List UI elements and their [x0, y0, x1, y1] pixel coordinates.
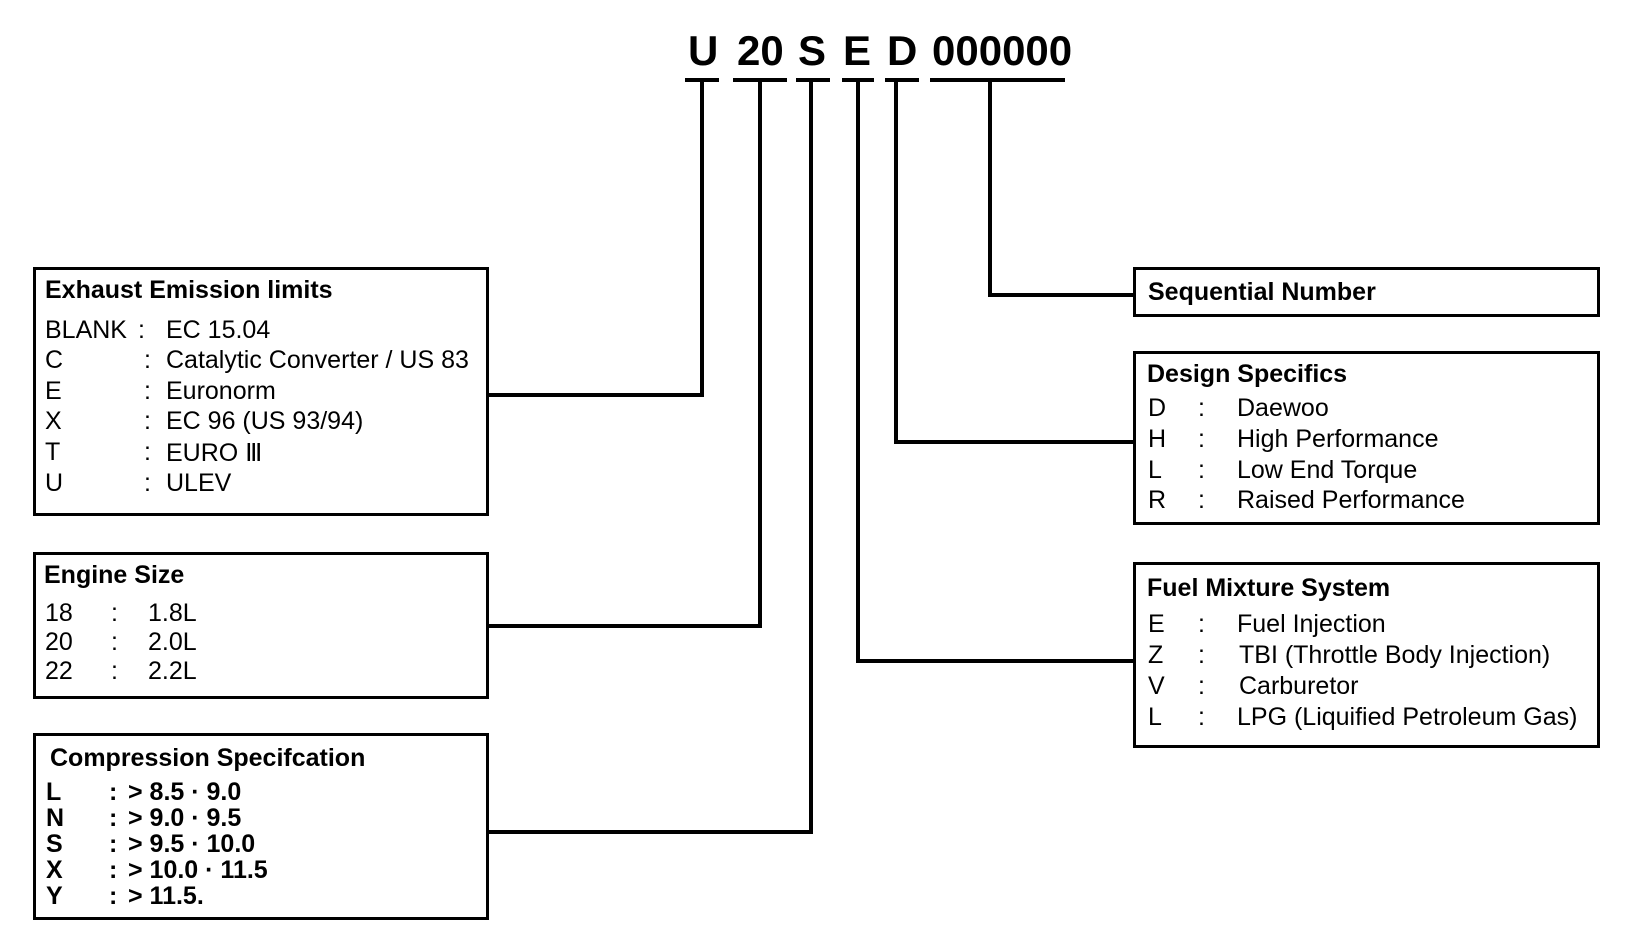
exhaust-sep: :	[144, 407, 151, 435]
engine-key: 20	[45, 628, 73, 656]
exhaust-key: U	[45, 469, 64, 497]
fuel-mixture-box: Fuel Mixture System E : Fuel Injection Z…	[1133, 562, 1600, 748]
compression-sep: :	[109, 856, 118, 884]
fuel-mixture-title: Fuel Mixture System	[1147, 574, 1391, 602]
fuel-value: Carburetor	[1239, 672, 1359, 700]
connector-size-horizontal	[488, 624, 762, 628]
code-letter-e: E	[843, 27, 872, 74]
compression-key: N	[46, 804, 65, 832]
fuel-sep: :	[1198, 641, 1205, 669]
compression-value: > 8.5 · 9.0	[128, 778, 242, 806]
design-sep: :	[1198, 486, 1205, 514]
sequential-number-box: Sequential Number	[1133, 267, 1600, 317]
fuel-key: V	[1148, 672, 1165, 700]
exhaust-value: Catalytic Converter / US 83	[166, 346, 469, 374]
compression-value: > 9.0 · 9.5	[128, 804, 242, 832]
design-sep: :	[1198, 456, 1205, 484]
compression-key: L	[46, 778, 62, 806]
design-key: R	[1148, 486, 1167, 514]
exhaust-value: EURO Ⅲ	[166, 439, 263, 467]
exhaust-key: X	[45, 407, 62, 435]
engine-key: 18	[45, 599, 73, 627]
underline-sequence	[930, 78, 1065, 82]
connector-e-vertical	[856, 80, 860, 663]
compression-sep: :	[109, 882, 118, 910]
fuel-value: TBI (Throttle Body Injection)	[1239, 641, 1551, 669]
design-key: L	[1148, 456, 1162, 484]
exhaust-value: EC 96 (US 93/94)	[166, 407, 364, 435]
compression-key: S	[46, 830, 63, 858]
design-specifics-title: Design Specifics	[1147, 360, 1348, 388]
compression-key: Y	[46, 882, 63, 910]
compression-value: > 9.5 · 10.0	[128, 830, 256, 858]
fuel-key: L	[1148, 703, 1162, 731]
connector-seq-horizontal	[988, 293, 1133, 297]
exhaust-sep: :	[144, 377, 151, 405]
design-value: Raised Performance	[1237, 486, 1465, 514]
fuel-value: LPG (Liquified Petroleum Gas)	[1237, 703, 1578, 731]
code-engine-size: 20	[737, 27, 784, 74]
compression-title: Compression Specifcation	[50, 744, 366, 772]
exhaust-value: Euronorm	[166, 377, 276, 405]
exhaust-key: E	[45, 377, 62, 405]
exhaust-sep: :	[144, 438, 151, 466]
design-specifics-box: Design Specifics D : Daewoo H : High Per…	[1133, 351, 1600, 525]
connector-d-vertical	[894, 80, 898, 444]
code-letter-d: D	[887, 27, 918, 74]
design-key: D	[1148, 394, 1167, 422]
fuel-key: Z	[1148, 641, 1164, 669]
exhaust-sep: :	[144, 469, 151, 497]
compression-key: X	[46, 856, 63, 884]
connector-size-vertical	[758, 80, 762, 628]
exhaust-emission-title: Exhaust Emission limits	[45, 276, 333, 304]
connector-d-horizontal	[894, 440, 1133, 444]
exhaust-key: T	[45, 438, 61, 466]
fuel-sep: :	[1198, 703, 1205, 731]
design-sep: :	[1198, 394, 1205, 422]
exhaust-sep: :	[144, 346, 151, 374]
engine-value: 1.8L	[148, 599, 197, 627]
compression-sep: :	[109, 804, 118, 832]
engine-value: 2.0L	[148, 628, 197, 656]
connector-seq-vertical	[988, 80, 992, 297]
exhaust-emission-box: Exhaust Emission limits BLANK : EC 15.04…	[33, 267, 489, 516]
connector-u-vertical	[700, 80, 704, 397]
engine-size-title: Engine Size	[44, 561, 185, 589]
fuel-key: E	[1148, 610, 1165, 638]
code-letter-s: S	[798, 27, 827, 74]
design-key: H	[1148, 425, 1167, 453]
exhaust-key: BLANK	[45, 316, 127, 344]
fuel-sep: :	[1198, 610, 1205, 638]
connector-s-vertical	[809, 80, 813, 834]
underline-d	[885, 78, 919, 82]
engine-key: 22	[45, 657, 73, 685]
connector-s-horizontal	[488, 830, 813, 834]
fuel-sep: :	[1198, 672, 1205, 700]
engine-size-box: Engine Size 18 : 1.8L 20 : 2.0L 22 : 2.2…	[33, 552, 489, 699]
exhaust-value: ULEV	[166, 469, 232, 497]
code-letter-u: U	[688, 27, 719, 74]
compression-value: > 10.0 · 11.5	[128, 856, 268, 884]
exhaust-sep: :	[138, 316, 145, 344]
exhaust-key: C	[45, 346, 64, 374]
compression-box: Compression Specifcation L : > 8.5 · 9.0…	[33, 733, 489, 920]
connector-e-horizontal	[856, 659, 1133, 663]
design-value: Daewoo	[1237, 394, 1329, 422]
sequential-number-title: Sequential Number	[1148, 278, 1376, 306]
design-value: Low End Torque	[1237, 456, 1418, 484]
connector-u-horizontal	[488, 393, 704, 397]
fuel-value: Fuel Injection	[1237, 610, 1386, 638]
engine-sep: :	[111, 599, 118, 627]
exhaust-value: EC 15.04	[166, 316, 271, 344]
engine-sep: :	[111, 657, 118, 685]
compression-sep: :	[109, 830, 118, 858]
compression-sep: :	[109, 778, 118, 806]
design-value: High Performance	[1237, 425, 1439, 453]
compression-value: > 11.5.	[128, 882, 204, 910]
engine-value: 2.2L	[148, 657, 197, 685]
engine-sep: :	[111, 628, 118, 656]
design-sep: :	[1198, 425, 1205, 453]
code-sequence: 000000	[932, 27, 1073, 74]
underline-s	[796, 78, 830, 82]
